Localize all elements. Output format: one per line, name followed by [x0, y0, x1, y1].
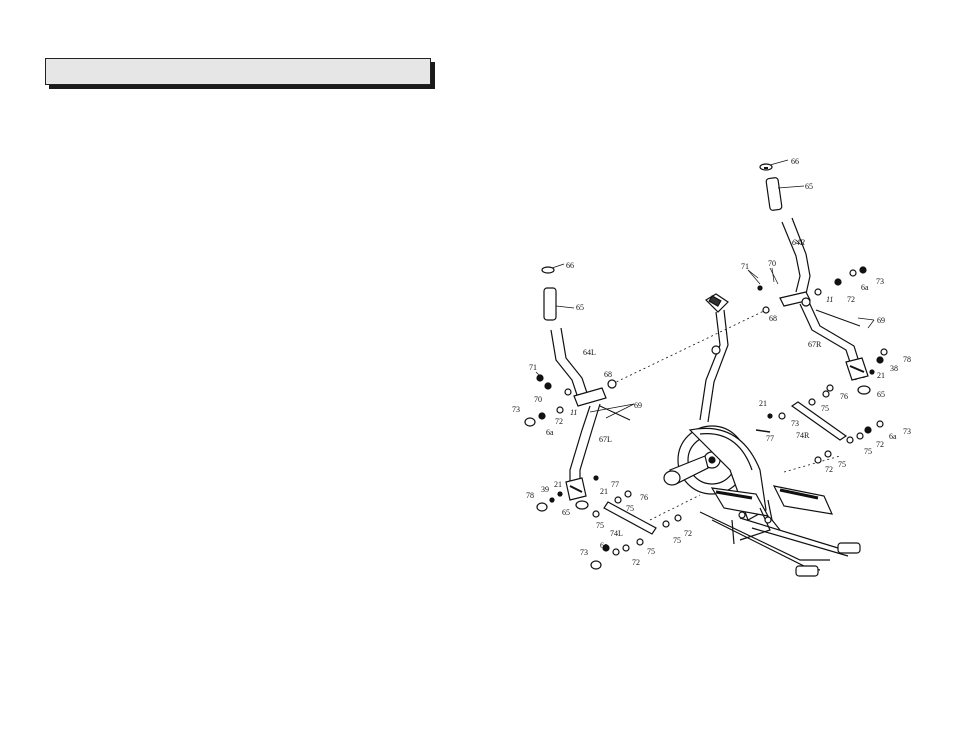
part-label: 71	[529, 363, 537, 372]
part-label: 65	[805, 182, 813, 191]
part-label: 66	[566, 261, 574, 270]
part-label: 6a	[861, 283, 869, 292]
part-label: 72	[684, 529, 692, 538]
part-label: 6a	[889, 432, 897, 441]
part-label: 39	[541, 485, 549, 494]
part-label: 70	[768, 259, 776, 268]
part-label: 70	[534, 395, 542, 404]
leader-lines	[536, 160, 874, 418]
part-label: 75	[864, 447, 872, 456]
part-label: 67L	[599, 435, 612, 444]
part-label: 76	[640, 493, 648, 502]
part-label: 69	[877, 316, 885, 325]
part-label: 77	[611, 480, 619, 489]
part-label: 72	[825, 465, 833, 474]
part-label: 64L	[583, 348, 596, 357]
part-label: 76	[840, 392, 848, 401]
part-label: 21	[554, 480, 562, 489]
part-label: 65	[877, 390, 885, 399]
part-label: 73	[876, 277, 884, 286]
part-label: 69	[634, 401, 642, 410]
part-label: 71	[741, 262, 749, 271]
part-label: 78	[903, 355, 911, 364]
part-label: 75	[673, 536, 681, 545]
part-label: 65	[562, 508, 570, 517]
part-label: 74L	[610, 529, 623, 538]
part-label: 21	[600, 487, 608, 496]
part-label: 73	[791, 419, 799, 428]
part-label: 75	[821, 404, 829, 413]
part-label: 66	[791, 157, 799, 166]
part-label: 72	[555, 417, 563, 426]
part-label: 11	[570, 408, 577, 417]
part-label: 75	[647, 547, 655, 556]
part-label: 21	[877, 371, 885, 380]
left-link-arm-assembly	[537, 491, 681, 569]
part-label: 68	[604, 370, 612, 379]
right-handlebar-assembly	[758, 164, 887, 394]
part-label: 6a	[546, 428, 554, 437]
part-label: 6a	[600, 541, 608, 550]
part-label: 68	[769, 314, 777, 323]
part-label: 78	[526, 491, 534, 500]
part-label: 73	[903, 427, 911, 436]
part-label: 72	[847, 295, 855, 304]
part-label: 65	[576, 303, 584, 312]
part-label: 21	[759, 399, 767, 408]
part-label: 75	[626, 504, 634, 513]
part-label: 38	[890, 364, 898, 373]
part-label: 75	[596, 521, 604, 530]
part-label: 72	[632, 558, 640, 567]
part-label: 64R	[792, 238, 805, 247]
part-label: 11	[826, 295, 833, 304]
part-label: 75	[838, 460, 846, 469]
elliptical-frame	[664, 294, 860, 576]
part-label: 73	[512, 405, 520, 414]
part-label: 67R	[808, 340, 822, 349]
part-label: 73	[580, 548, 588, 557]
part-label: 77	[766, 434, 774, 443]
part-label: 74R	[796, 431, 810, 440]
part-label: 72	[876, 440, 884, 449]
